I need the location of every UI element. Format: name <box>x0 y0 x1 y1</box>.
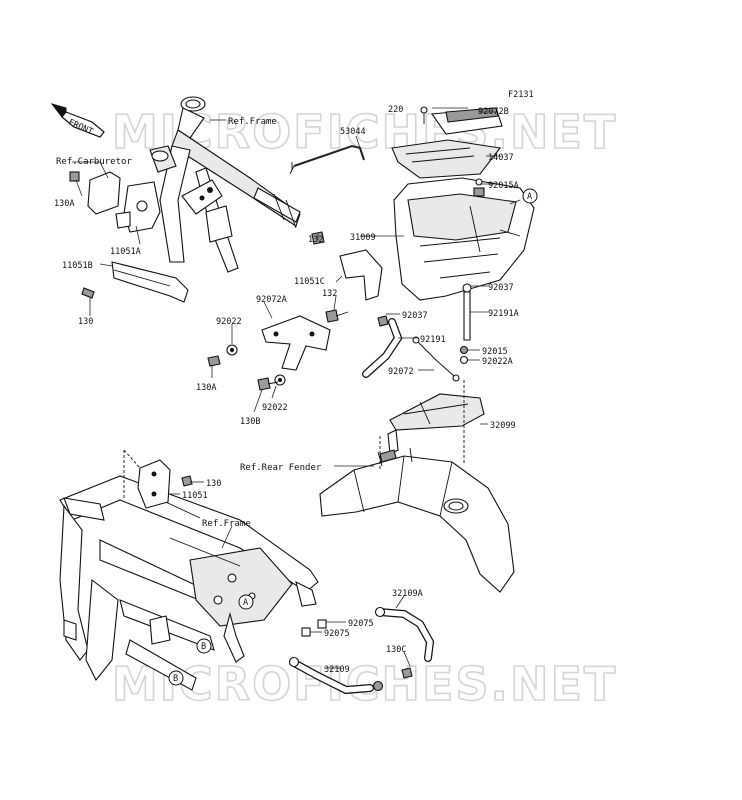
callout-130a-top: 130A <box>54 199 74 209</box>
callout-92191: 92191 <box>420 335 446 345</box>
svg-text:A: A <box>243 598 248 608</box>
callout-132-a: 132 <box>308 235 323 245</box>
rod-53044 <box>293 144 365 167</box>
upper-frame-section <box>149 96 301 273</box>
callout-92037-a: 92037 <box>488 283 514 293</box>
callout-92037-b: 92037 <box>402 311 428 321</box>
collars-92075 <box>301 619 327 637</box>
hose-32109a <box>374 606 435 662</box>
callout-11051a: 11051A <box>110 247 141 257</box>
marker-a-low: A <box>238 594 254 610</box>
svg-text:A: A <box>527 192 532 202</box>
ref-carburetor: Ref.Carburetor <box>56 157 132 167</box>
lower-frame-section <box>59 475 319 691</box>
ref-rear-fender: Ref.Rear Fender <box>240 463 322 473</box>
ref-frame-low: Ref.Frame <box>202 519 251 529</box>
callout-130b: 130B <box>240 417 260 427</box>
leader-lines <box>72 107 521 669</box>
rear-fender <box>319 447 515 593</box>
callout-32109: 32109 <box>324 665 350 675</box>
ref-frame-top: Ref.Frame <box>228 117 277 127</box>
hose-32109 <box>288 656 413 695</box>
callout-130a-mid: 130A <box>196 383 216 393</box>
callout-31009: 31009 <box>350 233 376 243</box>
marker-b-a: B <box>196 638 212 654</box>
callout-92075-b: 92075 <box>324 629 350 639</box>
callout-92015a: 92015A <box>488 181 519 191</box>
callout-14037: 14037 <box>488 153 514 163</box>
callout-130-top: 130 <box>78 317 93 327</box>
callout-130c: 130C <box>386 645 406 655</box>
callout-92072b: 92072B <box>478 107 509 117</box>
cable-92072 <box>412 336 469 382</box>
tray-32099 <box>387 393 485 455</box>
callout-11051: 11051 <box>182 491 208 501</box>
callout-32109a: 32109A <box>392 589 423 599</box>
hose-92191 <box>362 318 403 378</box>
callout-11051c: 11051C <box>294 277 325 287</box>
callout-92022a: 92022A <box>482 357 513 367</box>
bracket-92072a <box>207 315 331 391</box>
carburetor-bracket <box>69 171 161 233</box>
callout-53044: 53044 <box>340 127 366 137</box>
battery-case-31009 <box>393 177 535 301</box>
watermark-bottom: MICROFICHES.NET <box>112 657 617 711</box>
callout-92015: 92015 <box>482 347 508 357</box>
front-arrow-icon: FRONT <box>50 103 105 138</box>
callout-92191a: 92191A <box>488 309 519 319</box>
rod-92191a <box>377 283 472 341</box>
callout-220: 220 <box>388 105 403 115</box>
svg-text:B: B <box>173 674 178 684</box>
callout-92072: 92072 <box>388 367 414 377</box>
callout-11051b: 11051B <box>62 261 93 271</box>
callout-92022-b: 92022 <box>262 403 288 413</box>
marker-b-b: B <box>168 670 184 686</box>
callout-92075-a: 92075 <box>348 619 374 629</box>
figure-code: F2131 <box>508 90 534 100</box>
tray-14037 <box>391 106 503 179</box>
callout-32099: 32099 <box>490 421 516 431</box>
callout-132-b: 132 <box>322 289 337 299</box>
bracket-11051 <box>137 459 193 509</box>
svg-text:B: B <box>201 642 206 652</box>
marker-a-top: A <box>522 188 538 204</box>
callout-92022-a: 92022 <box>216 317 242 327</box>
callout-92072a: 92072A <box>256 295 287 305</box>
callout-130-mid: 130 <box>206 479 221 489</box>
bracket-11051b <box>81 261 189 303</box>
